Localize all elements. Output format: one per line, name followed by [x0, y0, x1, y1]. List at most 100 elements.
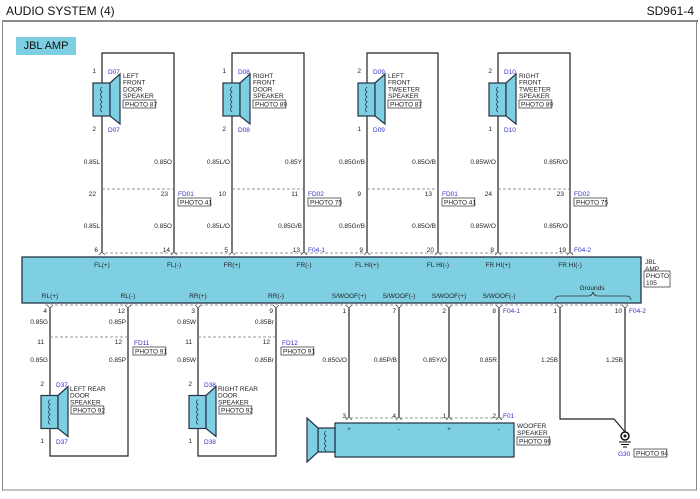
- splice-pin: 13: [425, 191, 433, 198]
- amp-terminal-label: RR(+): [189, 293, 207, 300]
- wire-color-label: 0.85L: [84, 159, 101, 166]
- splice-photo-box: [573, 197, 608, 207]
- splice-connector: FD01: [178, 191, 194, 198]
- speaker-name: SPEAKER: [123, 93, 154, 100]
- splice-pin: 23: [557, 191, 565, 198]
- amp-connector: F04-1: [503, 308, 520, 315]
- splice-pin: 12: [263, 339, 271, 346]
- speaker-photo: PHOTO 89: [255, 102, 287, 109]
- front-speaker-coil-icon: [496, 86, 499, 113]
- wire-color-label: 0.85L: [84, 223, 101, 230]
- speaker-connector: D37: [56, 382, 68, 389]
- amp-terminal-label: FR HI(+): [485, 262, 510, 269]
- woofer-coil-icon: [324, 430, 327, 452]
- wire-color-label: 0.85O/B: [412, 223, 436, 230]
- amp-pin-icon: [621, 304, 629, 309]
- splice-connector: FD12: [282, 340, 298, 347]
- amp-pin-number: 13: [293, 247, 301, 254]
- amp-pin-icon: [345, 416, 353, 421]
- splice-connector: FD11: [134, 340, 150, 347]
- amp-pin-icon: [46, 304, 54, 309]
- speaker-pin: 2: [222, 126, 226, 133]
- wire-color-label: 0.85O: [154, 223, 172, 230]
- wire-color-label: 0.85G: [30, 357, 48, 364]
- splice-pin: 22: [89, 191, 97, 198]
- wire-color-label: 0.85Y: [285, 159, 303, 166]
- amp-pin-icon: [345, 304, 353, 309]
- speaker-name: LEFT REAR: [70, 386, 106, 393]
- splice-pin: 9: [357, 191, 361, 198]
- amp-name-label: JBL: [645, 259, 657, 266]
- front-speaker-coil-icon: [230, 86, 233, 113]
- speaker-connector: D07: [108, 69, 120, 76]
- amp-terminal-label: FR(-): [296, 262, 311, 269]
- splice-connector: FD02: [574, 191, 590, 198]
- amp-pin-number: 6: [94, 247, 98, 254]
- page-id: SD961-4: [646, 4, 694, 18]
- splice-photo: PHOTO 75: [310, 200, 342, 207]
- woofer-polarity: +: [347, 427, 351, 433]
- amp-terminal-label: S/WOOF(+): [432, 293, 466, 300]
- wire-color-label: 0.85G/O: [322, 357, 347, 364]
- splice-photo: PHOTO 91: [283, 349, 315, 356]
- amp-pin-number: 8: [492, 308, 496, 315]
- speaker-name: FRONT: [253, 80, 275, 87]
- speaker-photo: PHOTO 92: [73, 408, 105, 415]
- speaker-name: DOOR: [70, 393, 90, 400]
- speaker-pin: 1: [222, 68, 226, 75]
- ground-point-center: [623, 434, 627, 438]
- amp-pin-icon: [395, 416, 403, 421]
- woofer-pin: 3: [342, 413, 346, 420]
- splice-connector: FD01: [442, 191, 458, 198]
- amp-terminal-label: RL(-): [121, 293, 136, 300]
- amp-connector: F04-2: [574, 247, 591, 254]
- amp-pin-number: 3: [191, 308, 195, 315]
- rear-speaker-coil-icon: [196, 399, 199, 425]
- front-speaker-cone: [505, 72, 517, 126]
- splice-photo-box: [307, 197, 342, 207]
- ground-photo: PHOTO 94: [636, 451, 668, 458]
- speaker-name: FRONT: [123, 80, 145, 87]
- amp-pin-icon: [170, 251, 178, 256]
- wire-color-label: 0.85O/B: [412, 159, 436, 166]
- front-speaker-coil-icon: [100, 86, 103, 113]
- speaker-name: TWEETER: [519, 86, 551, 93]
- wire-color-label: 0.85W: [177, 357, 197, 364]
- front-speaker-wire: [497, 52, 571, 253]
- wire-color-label: 0.85P: [109, 357, 126, 364]
- speaker-connector: D10: [504, 127, 516, 134]
- wire-color-label: 0.85P/B: [374, 357, 397, 364]
- amp-pin-icon: [395, 304, 403, 309]
- amp-terminal-label: FL HI(-): [427, 262, 449, 269]
- speaker-name: FRONT: [519, 80, 541, 87]
- woofer-polarity: -: [398, 427, 400, 433]
- speaker-photo: PHOTO 87: [390, 102, 422, 109]
- splice-pin: 23: [161, 191, 169, 198]
- rear-speaker-coil-icon: [48, 399, 51, 425]
- speaker-name: DOOR: [123, 86, 143, 93]
- wire-color-label: 0.85W/O: [470, 159, 496, 166]
- amp-pin-number: 7: [392, 308, 396, 315]
- speaker-name: LEFT: [388, 73, 404, 80]
- woofer-name: WOOFER: [517, 423, 547, 430]
- amp-pin-number: 1: [342, 308, 346, 315]
- rear-speaker-cone: [57, 385, 69, 438]
- splice-photo-box: [280, 346, 315, 356]
- speaker-connector: D08: [238, 69, 250, 76]
- speaker-photo-box: [252, 99, 287, 109]
- woofer-polarity: -: [498, 427, 500, 433]
- amp-pin-number: 19: [559, 247, 567, 254]
- woofer-photo-box: [516, 436, 551, 446]
- speaker-photo: PHOTO 89: [521, 102, 553, 109]
- splice-pin: 12: [115, 339, 123, 346]
- speaker-pin: 2: [488, 68, 492, 75]
- wire-color-label: 0.85L/O: [207, 223, 230, 230]
- wire-color-label: 0.85R: [480, 357, 498, 364]
- wire-color-label: 0.85Gr/B: [339, 223, 365, 230]
- speaker-pin: 1: [488, 126, 492, 133]
- amp-connector: F04-2: [629, 308, 646, 315]
- speaker-pin: 1: [357, 126, 361, 133]
- amp-pin-icon: [363, 251, 371, 256]
- amp-pin-icon: [495, 416, 503, 421]
